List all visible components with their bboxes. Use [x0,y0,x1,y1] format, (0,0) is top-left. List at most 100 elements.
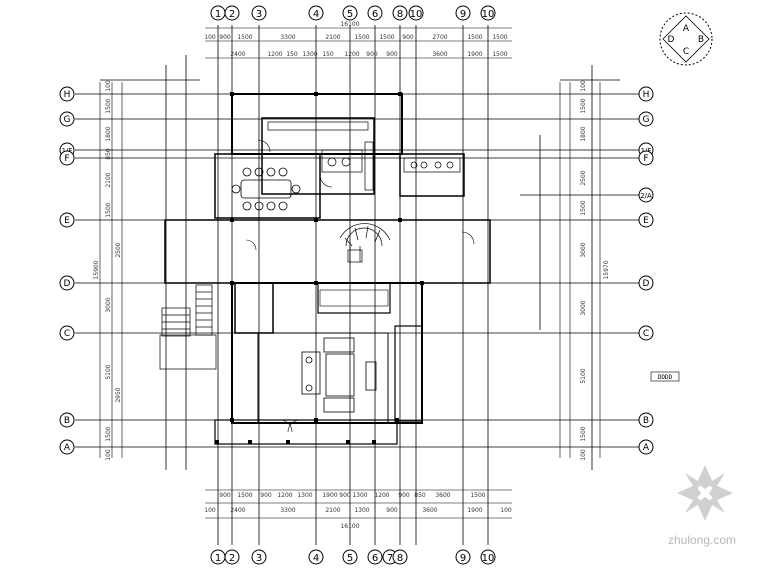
row-label: F [643,154,648,164]
compass-letter: D [668,35,675,45]
row-bubble-left-D: D [59,275,75,291]
dim-value: 3600 [432,51,447,58]
row-label: F [64,154,69,164]
dim-value: 3300 [280,507,295,514]
right-dimension-text: 1500 1800 2500 1500 3000 3000 5100 1500 … [580,80,610,461]
row-bubble-right-C: C [638,325,654,341]
axis-label: 1 [215,553,221,564]
axis-bubble-top-1: 1 [210,5,226,21]
dim-value: 1800 [580,126,587,141]
row-bubble-right-H: H [638,86,654,102]
stair-left [159,284,217,370]
dim-value: 1800 [105,126,112,141]
watermark-text: zhulong.com [668,533,736,547]
axis-bubble-top-9: 9 [455,5,471,21]
axis-label: 4 [313,9,319,20]
living-sofa [301,337,377,413]
dim-value: 100 [105,80,112,92]
dim-value: 3600 [422,507,437,514]
row-bubble-right-A: A [638,439,654,455]
dim-total-bottom: 16100 [340,523,359,530]
dim-value: 2500 [115,242,122,257]
right-dimension-chain [559,82,601,458]
dim-value: 1500 [379,34,394,41]
axis-bubble-top-10: 10 [480,5,496,21]
dim-value: 15900 [93,260,100,279]
dim-value: 1500 [470,492,485,499]
axis-bubble-bottom-6: 6 [367,549,383,565]
dim-value: 1500 [105,98,112,113]
bottom-dimension-chain [205,489,512,519]
row-label: C [643,329,649,339]
dim-value: 2400 [230,507,245,514]
row-label: E [643,216,649,226]
dim-value: 1500 [354,34,369,41]
dim-value: 2100 [105,172,112,187]
dim-total-top: 16100 [340,21,359,28]
axis-label: 8 [397,9,403,20]
axis-label: 6 [372,553,378,564]
dim-value: 3000 [105,297,112,312]
dim-value: 900 [219,492,231,499]
dim-value: 900 [219,34,231,41]
axis-bubble-bottom-1: 1 [210,549,226,565]
dim-value: 1500 [237,34,252,41]
dim-value: 900 [386,507,398,514]
dim-value: 1900 [322,492,337,499]
row-label: A [643,443,650,453]
compass-symbol: A B C D [659,12,713,66]
bottom-axis-bubbles: 1 2 3 4 5 6 7 8 9 10 [210,549,496,565]
compass-letter: A [683,24,690,34]
left-dimension-chain [99,82,123,458]
dim-value: 100 [204,34,216,41]
axis-bubble-bottom-8: 8 [392,549,408,565]
row-bubble-left-G: G [59,111,75,127]
dim-value: 1500 [467,34,482,41]
row-bubble-left-F: F [59,150,75,166]
row-label: A [64,443,71,453]
axis-bubble-bottom-5: 5 [342,549,358,565]
dim-value: 1500 [105,426,112,441]
row-label: B [643,416,649,426]
dim-value: 100 [580,80,587,92]
dim-value: 900 [339,492,351,499]
axis-bubble-top-6: 6 [367,5,383,21]
axis-bubble-bottom-4: 4 [308,549,324,565]
dim-value: 3000 [580,242,587,257]
dim-value: 1500 [580,426,587,441]
axis-label: 10 [482,9,495,20]
dim-value: 1500 [492,51,507,58]
row-bubble-right-F: F [638,150,654,166]
dim-value: 900 [260,492,272,499]
dim-value: 1900 [467,507,482,514]
spiral-stair [339,223,391,263]
row-bubble-right-B: B [638,412,654,428]
dim-value: 900 [398,492,410,499]
top-dimension-text: 16100 100 900 1500 3300 2100 1500 1500 9… [204,21,508,58]
bottom-dimension-text: 900 1500 900 1200 1300 1900 900 1300 120… [204,492,512,530]
dim-value: 3300 [280,34,295,41]
dim-value: 1300 [297,492,312,499]
dim-value: 150 [286,51,298,58]
row-bubble-left-B: B [59,412,75,428]
horizontal-axis-lines [75,79,640,448]
dim-value: 1300 [354,507,369,514]
dim-value: 1900 [467,51,482,58]
row-bubble-right-D: D [638,275,654,291]
left-dimension-text: 1500 1800 850 2100 1500 2500 3000 5100 2… [93,80,122,461]
axis-bubble-bottom-2: 2 [224,549,240,565]
dim-value: 15970 [603,260,610,279]
axis-label: 4 [313,553,319,564]
dim-value: 3600 [435,492,450,499]
row-label: D [64,279,71,289]
dim-value: 2100 [325,34,340,41]
dim-value: 1500 [237,492,252,499]
door-swings [245,139,475,433]
dim-value: 900 [386,51,398,58]
axis-label: 1 [215,9,221,20]
dim-value: 850 [105,148,112,160]
compass-letter: B [698,35,704,45]
dim-value: 1500 [580,200,587,215]
dim-value: 2500 [580,170,587,185]
axis-label: 2 [229,9,235,20]
